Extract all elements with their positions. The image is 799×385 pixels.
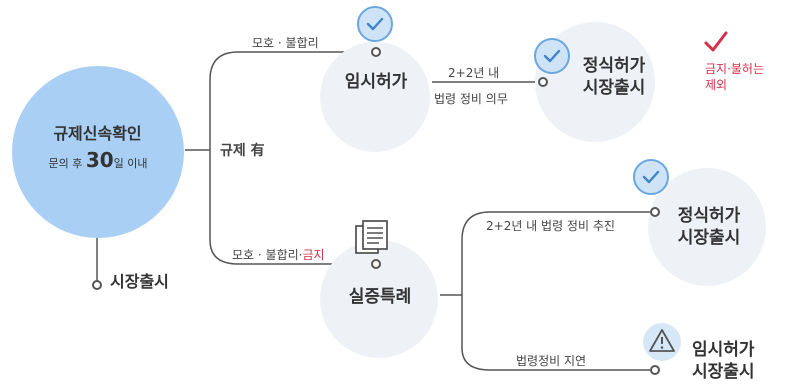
connector-lower-branch <box>209 150 375 265</box>
start-sub-number: 30 <box>85 148 114 172</box>
red-check-icon <box>704 31 728 52</box>
path-a-line1: 정식허가 <box>677 206 741 226</box>
upper-node-title: 임시허가 <box>344 72 408 92</box>
path-a-result-bg <box>648 168 766 286</box>
path-b-dot <box>650 365 660 375</box>
lower-condition: 모호 · 불합리·금지 <box>232 246 325 263</box>
path-a-line2: 시장출시 <box>677 228 741 248</box>
check-icon <box>366 17 384 31</box>
path-a-label: 2+2년 내 법령 정비 추진 <box>486 219 615 233</box>
upper-result-line2: 시장출시 <box>582 78 646 98</box>
connector-path-b <box>461 295 655 371</box>
start-circle <box>12 66 184 238</box>
start-subtitle: 문의 후 30일 이내 <box>36 148 160 172</box>
upper-step-bottom: 법령 정비 의무 <box>434 92 508 106</box>
note-line2: 제외 <box>705 78 728 92</box>
path-b-label: 법령정비 지연 <box>516 354 587 368</box>
upper-node-check <box>357 6 393 42</box>
upper-branch-dot <box>371 47 381 57</box>
lower-condition-prefix: 모호 · 불합리· <box>232 248 303 262</box>
upper-result-check <box>534 38 570 74</box>
market-label: 시장출시 <box>110 272 169 291</box>
upper-condition: 모호 · 불합리 <box>252 36 319 50</box>
upper-node-bg <box>320 42 430 152</box>
path-b-line1: 임시허가 <box>692 340 755 360</box>
path-a-check <box>633 159 669 195</box>
warning-icon <box>643 323 681 361</box>
branch-label: 규제 有 <box>220 143 265 159</box>
start-sub-prefix: 문의 후 <box>48 157 83 170</box>
check-icon <box>543 49 561 63</box>
path-a-dot <box>650 207 660 217</box>
start-title: 규제신속확인 <box>53 124 142 143</box>
connector-upper-branch <box>209 51 375 150</box>
path-b-line2: 시장출시 <box>692 362 755 382</box>
connector-path-a <box>461 211 655 295</box>
check-icon <box>642 170 660 184</box>
lower-branch-dot <box>371 259 381 269</box>
document-icon <box>355 220 388 254</box>
upper-step-top: 2+2년 내 <box>448 66 500 80</box>
market-dot <box>92 280 102 290</box>
note-line1: 금지·불허는 <box>705 62 765 76</box>
upper-result-line1: 정식허가 <box>582 56 646 76</box>
upper-result-dot <box>538 77 548 87</box>
lower-node-title: 실증특례 <box>348 287 412 307</box>
start-sub-suffix: 일 이내 <box>113 157 148 170</box>
lower-condition-red: 금지 <box>302 248 325 262</box>
